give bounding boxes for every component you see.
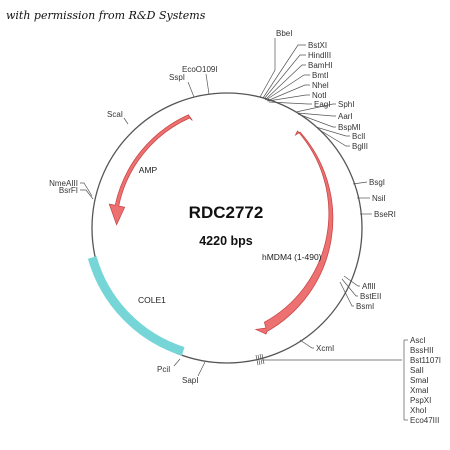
site-label: HindIII — [308, 51, 331, 60]
site-label: AscI — [410, 336, 426, 345]
amp-label: AMP — [139, 165, 158, 175]
hmdm4-arrow — [254, 130, 334, 335]
site-label: BamHI — [308, 61, 332, 70]
site-cluster-right: AscI BssHII Bst1107I SalI SmaI XmaI PspX… — [410, 336, 441, 425]
site-label: BssHII — [410, 346, 434, 355]
site-bcli: BclI — [352, 132, 365, 141]
site-label: Eco47III — [410, 416, 439, 425]
site-aflii: AflII — [362, 282, 376, 291]
cole1-label: COLE1 — [138, 295, 166, 305]
site-label: BstXI — [308, 41, 327, 50]
site-scai: ScaI — [107, 110, 123, 119]
plasmid-size: 4220 bps — [199, 234, 253, 248]
plasmid-backbone — [91, 92, 363, 364]
cole1-feature — [87, 256, 185, 356]
site-label: BmtI — [312, 71, 328, 80]
site-bsrfi: BsrFI — [59, 186, 78, 195]
site-label: XhoI — [410, 406, 426, 415]
site-bsmi: BsmI — [356, 302, 374, 311]
site-bseri: BseRI — [374, 210, 396, 219]
site-label: BspMI — [338, 123, 361, 132]
permission-note: with permission from R&D Systems — [6, 9, 206, 22]
hmdm4-label: hMDM4 (1-490) — [262, 252, 322, 262]
site-bsgi: BsgI — [369, 178, 385, 187]
site-sspi: SspI — [169, 73, 185, 82]
site-label: NotI — [312, 91, 327, 100]
site-cluster-mid: SphI AarI BspMI — [338, 100, 361, 132]
amp-arrow — [108, 114, 193, 226]
site-label: Bst1107I — [410, 356, 441, 365]
site-label: PspXI — [410, 396, 431, 405]
site-nmeaiii: NmeAIII — [49, 179, 78, 188]
site-bbei: BbeI — [276, 29, 292, 38]
site-bsteii: BstEII — [360, 292, 381, 301]
site-pcii: PciI — [157, 365, 170, 374]
site-label: EagI — [314, 100, 330, 109]
site-label: AarI — [338, 112, 353, 121]
site-label: XmaI — [410, 386, 429, 395]
site-label: SphI — [338, 100, 354, 109]
site-xcmi: XcmI — [316, 344, 334, 353]
site-nsii: NsiI — [372, 194, 386, 203]
leader-lines — [80, 38, 408, 421]
site-cluster-top: BstXI HindIII BamHI BmtI NheI NotI EagI — [308, 41, 332, 109]
site-sapi: SapI — [182, 376, 198, 385]
site-bglii: BglII — [352, 142, 368, 151]
site-label: NheI — [312, 81, 329, 90]
site-label: SmaI — [410, 376, 429, 385]
site-ecoo109i: EcoO109I — [182, 65, 218, 74]
site-label: SalI — [410, 366, 424, 375]
plasmid-name: RDC2772 — [189, 203, 264, 222]
